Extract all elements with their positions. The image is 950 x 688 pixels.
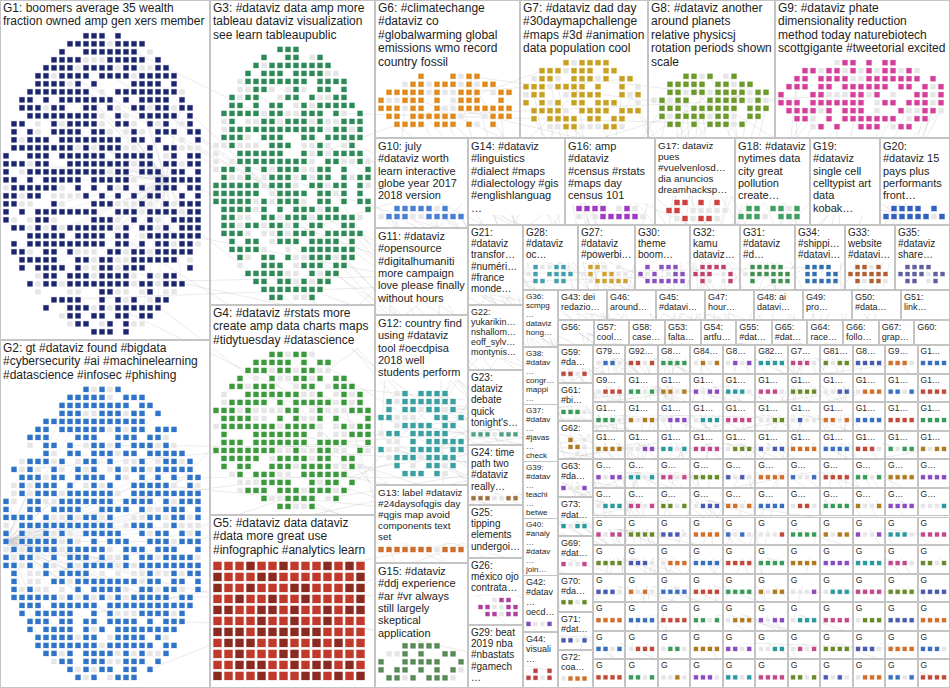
network-canvas: G1: boomers average 35 wealth fraction o… xyxy=(0,0,950,688)
